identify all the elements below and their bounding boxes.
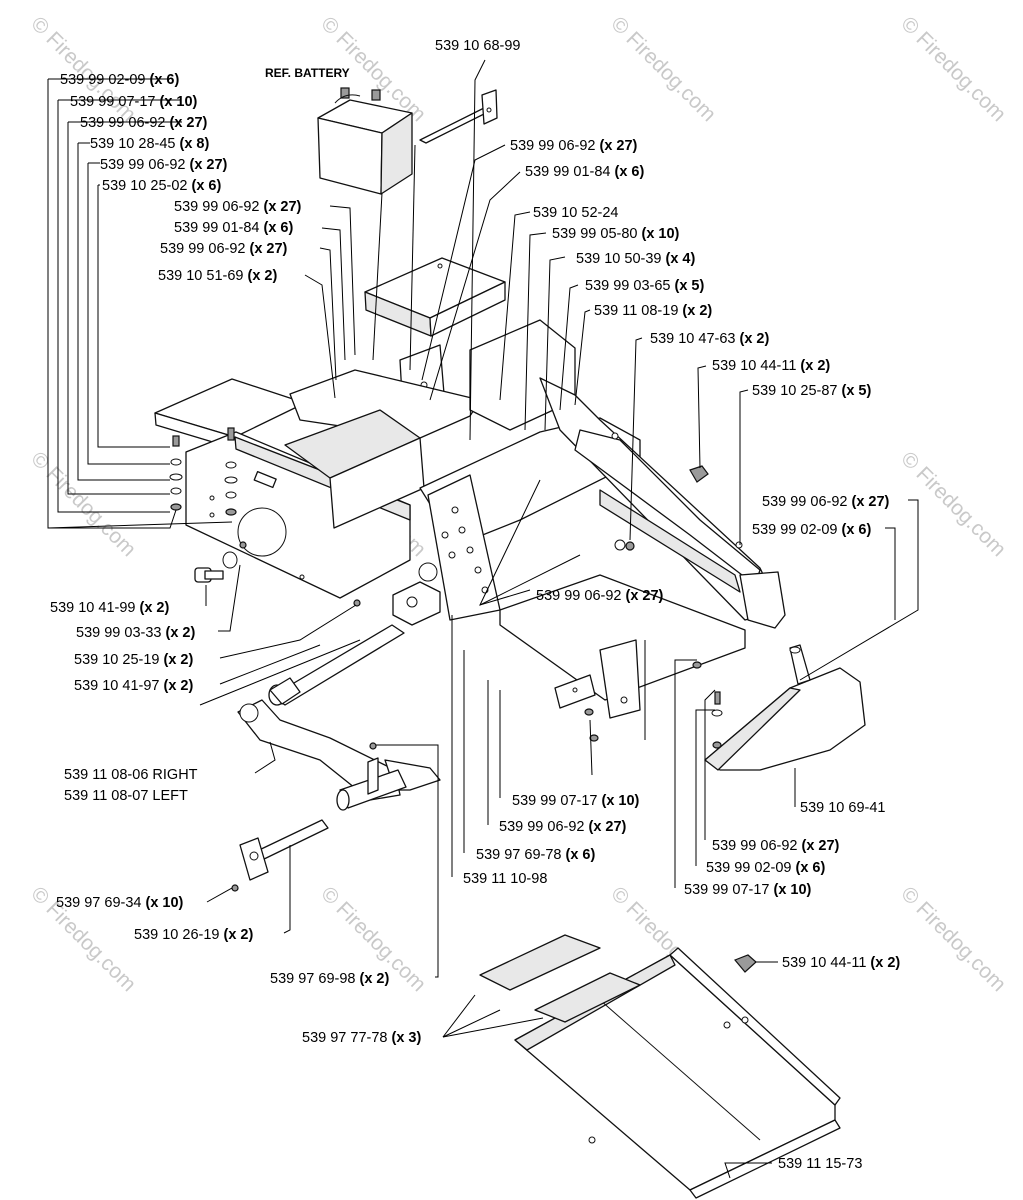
watermark: © Firedog.com [896,12,1010,126]
top-bracket [419,89,498,144]
hardware-stack-left [169,427,361,607]
part-label: 539 10 25-19 (x 2) [74,652,193,668]
part-label: 539 99 06-92 (x 27) [762,494,890,510]
part-label: 539 11 08-19 (x 2) [594,303,712,319]
part-label: 539 10 51-69 (x 2) [158,268,277,284]
part-label: 539 10 41-99 (x 2) [50,600,169,616]
knobs [625,465,709,551]
part-label: 539 97 77-78 (x 3) [302,1030,421,1046]
part-label: 539 10 50-39 (x 4) [576,251,695,267]
part-label: 539 10 52-24 [533,205,618,221]
part-label: 539 99 06-92 (x 27) [499,819,627,835]
part-label: 539 99 06-92 (x 27) [712,838,840,854]
part-label: 539 99 03-65 (x 5) [585,278,704,294]
part-label: 539 99 07-17 (x 10) [684,882,812,898]
part-label: 539 10 68-99 [435,38,520,54]
part-label: 539 99 07-17 (x 10) [70,94,198,110]
tie-rod [268,624,405,706]
foot-cover [584,644,866,771]
part-label: 539 99 01-84 (x 6) [174,220,293,236]
part-label: 539 11 08-07 LEFT [64,788,188,804]
part-label: 539 99 06-92 (x 27) [536,588,664,604]
main-frame [154,319,786,719]
floor-pan [479,934,841,1199]
part-label: 539 99 06-92 (x 27) [160,241,288,257]
part-label: 539 99 06-92 (x 27) [80,115,208,131]
part-label: 539 99 02-09 (x 6) [60,72,179,88]
part-label: 539 10 44-11 (x 2) [712,358,830,374]
part-label: 539 10 41-97 (x 2) [74,678,193,694]
labels: REF. BATTERY 539 10 68-99 539 99 02-09 (… [50,38,900,1172]
part-label: 539 10 69-41 [800,800,885,816]
leader-lines [47,59,919,1179]
part-label: 539 10 25-87 (x 5) [752,383,871,399]
part-label: 539 11 15-73 [778,1156,862,1172]
part-label: 539 10 28-45 (x 8) [90,136,209,152]
steering-arm [237,699,441,811]
part-label: 539 10 25-02 (x 6) [102,178,221,194]
part-label: 539 99 02-09 (x 6) [706,860,825,876]
part-label: 539 99 01-84 (x 6) [525,164,644,180]
part-label: 539 99 05-80 (x 10) [552,226,680,242]
battery [317,87,413,195]
part-label: 539 10 47-63 (x 2) [650,331,769,347]
lower-shaft [231,819,329,892]
part-label: 539 99 03-33 (x 2) [76,625,195,641]
part-label: 539 99 06-92 (x 27) [100,157,228,173]
part-label: 539 99 06-92 (x 27) [174,199,302,215]
part-label: 539 99 07-17 (x 10) [512,793,640,809]
part-label: 539 97 69-34 (x 10) [56,895,184,911]
watermark: © Firedog.com [606,12,720,126]
part-label: 539 11 10-98 [463,871,547,887]
part-label: 539 10 44-11 (x 2) [782,955,900,971]
watermark: © Firedog.com [896,447,1010,561]
part-label: 539 97 69-78 (x 6) [476,847,595,863]
part-label: 539 99 02-09 (x 6) [752,522,871,538]
watermark: © Firedog.com [896,882,1010,996]
part-label: 539 11 08-06 RIGHT [64,767,198,783]
ref-battery-label: REF. BATTERY [265,66,350,80]
part-label: 539 99 06-92 (x 27) [510,138,638,154]
part-label: 539 97 69-98 (x 2) [270,971,389,987]
part-label: 539 10 26-19 (x 2) [134,927,253,943]
